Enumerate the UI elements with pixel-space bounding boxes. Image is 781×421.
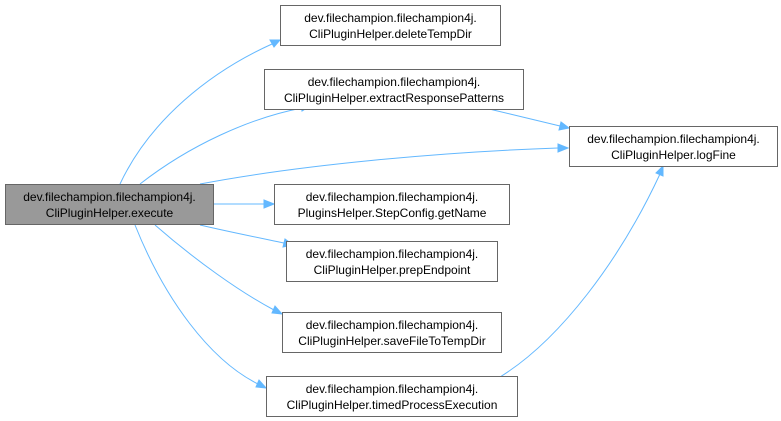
node-logFine[interactable]: dev.filechampion.filechampion4j. CliPlug… bbox=[569, 126, 778, 167]
node-extractResponsePatterns[interactable]: dev.filechampion.filechampion4j. CliPlug… bbox=[264, 69, 524, 110]
node-logFine-line1: dev.filechampion.filechampion4j. bbox=[587, 131, 760, 146]
edge-arrowhead bbox=[255, 379, 268, 389]
node-getName-line2: PluginsHelper.StepConfig.getName bbox=[297, 205, 487, 220]
edge-arrowhead bbox=[263, 199, 276, 209]
node-execute: dev.filechampion.filechampion4j. CliPlug… bbox=[5, 184, 214, 225]
edge-arrowhead bbox=[271, 305, 284, 315]
node-extractResponsePatterns-line2: CliPluginHelper.extractResponsePatterns bbox=[283, 90, 505, 105]
node-timedProcessExecution-line1: dev.filechampion.filechampion4j. bbox=[305, 381, 479, 396]
node-prepEndpoint[interactable]: dev.filechampion.filechampion4j. CliPlug… bbox=[286, 241, 498, 282]
node-deleteTempDir-line2: CliPluginHelper.deleteTempDir bbox=[309, 26, 472, 41]
node-deleteTempDir-line1: dev.filechampion.filechampion4j. bbox=[304, 10, 477, 25]
node-execute-line2: CliPluginHelper.execute bbox=[45, 205, 174, 220]
node-timedProcessExecution[interactable]: dev.filechampion.filechampion4j. CliPlug… bbox=[266, 376, 518, 417]
node-prepEndpoint-line1: dev.filechampion.filechampion4j. bbox=[305, 246, 479, 261]
node-getName-line1: dev.filechampion.filechampion4j. bbox=[305, 189, 479, 204]
node-extractResponsePatterns-line1: dev.filechampion.filechampion4j. bbox=[307, 74, 481, 89]
edge-execute-to-deleteTempDir bbox=[119, 43, 273, 185]
edge-timedProcessExecution-to-logFine bbox=[499, 173, 661, 378]
node-deleteTempDir[interactable]: dev.filechampion.filechampion4j. CliPlug… bbox=[280, 5, 501, 46]
node-timedProcessExecution-line2: CliPluginHelper.timedProcessExecution bbox=[286, 397, 498, 412]
edge-arrowhead bbox=[655, 164, 664, 177]
node-saveFileToTempDir[interactable]: dev.filechampion.filechampion4j. CliPlug… bbox=[282, 312, 502, 353]
node-logFine-line2: CliPluginHelper.logFine bbox=[611, 147, 736, 162]
edge-arrowhead bbox=[557, 143, 570, 153]
edge-arrowhead bbox=[558, 121, 571, 131]
node-execute-line1: dev.filechampion.filechampion4j. bbox=[23, 189, 196, 204]
edge-execute-to-prepEndpoint bbox=[199, 224, 285, 244]
edge-execute-to-saveFileToTempDir bbox=[154, 224, 275, 311]
edge-arrowhead bbox=[269, 39, 282, 48]
edge-extractResponsePatterns-to-logFine bbox=[484, 107, 561, 127]
node-saveFileToTempDir-line1: dev.filechampion.filechampion4j. bbox=[305, 317, 479, 332]
edge-execute-to-logFine bbox=[199, 147, 559, 185]
node-prepEndpoint-line2: CliPluginHelper.prepEndpoint bbox=[313, 262, 471, 277]
node-getName[interactable]: dev.filechampion.filechampion4j. Plugins… bbox=[274, 184, 510, 225]
edge-execute-to-extractResponsePatterns bbox=[139, 107, 303, 185]
node-saveFileToTempDir-line2: CliPluginHelper.saveFileToTempDir bbox=[298, 333, 486, 348]
edge-execute-to-timedProcessExecution bbox=[134, 224, 259, 385]
